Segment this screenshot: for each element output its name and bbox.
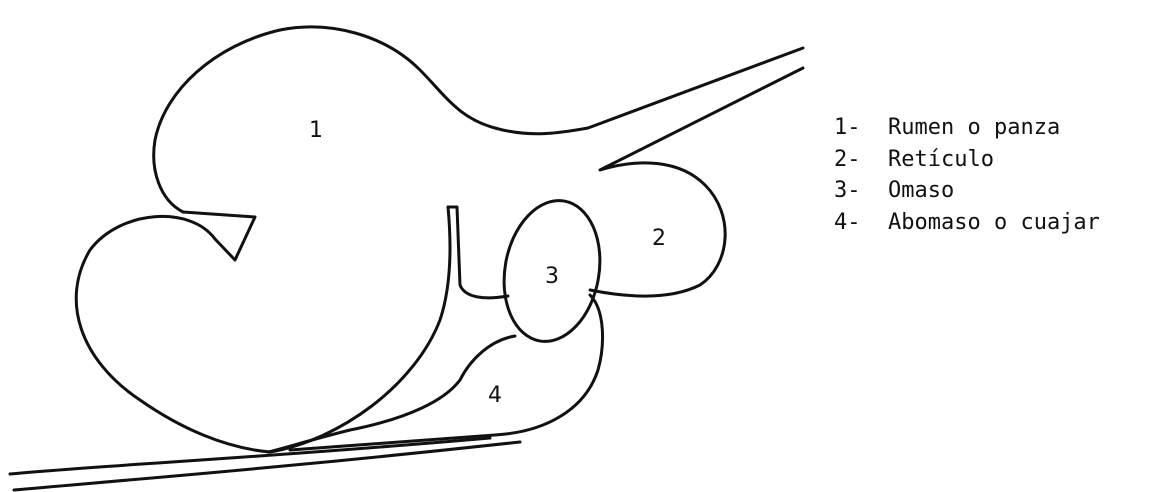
legend-number: 4- [834,210,888,235]
base-line-lower [14,442,520,490]
legend-item-abomasum: 4- Abomaso o cuajar [834,210,1100,242]
rumen-ventral-sac [76,207,450,452]
legend-label: Rumen o panza [888,115,1060,140]
region-number-1: 1 [309,118,323,143]
region-number-3: 3 [545,264,559,289]
legend-number: 3- [834,178,888,203]
legend-number: 2- [834,147,888,172]
reticulum-outline [590,68,803,296]
abomasum-lower-curve [290,295,603,450]
legend-label: Abomaso o cuajar [888,210,1100,235]
region-number-4: 4 [488,383,502,408]
legend-item-omasum: 3- Omaso [834,178,1100,210]
legend-label: Omaso [888,178,954,203]
legend-item-reticulum: 2- Retículo [834,147,1100,179]
rumen-notch [183,212,255,260]
abomasum-outline [268,336,515,452]
legend-label: Retículo [888,147,994,172]
esophageal-groove [448,207,508,298]
legend-item-rumen: 1- Rumen o panza [834,115,1100,147]
legend: 1- Rumen o panza 2- Retículo 3- Omaso 4-… [834,115,1100,241]
legend-number: 1- [834,115,888,140]
region-number-2: 2 [652,226,666,251]
